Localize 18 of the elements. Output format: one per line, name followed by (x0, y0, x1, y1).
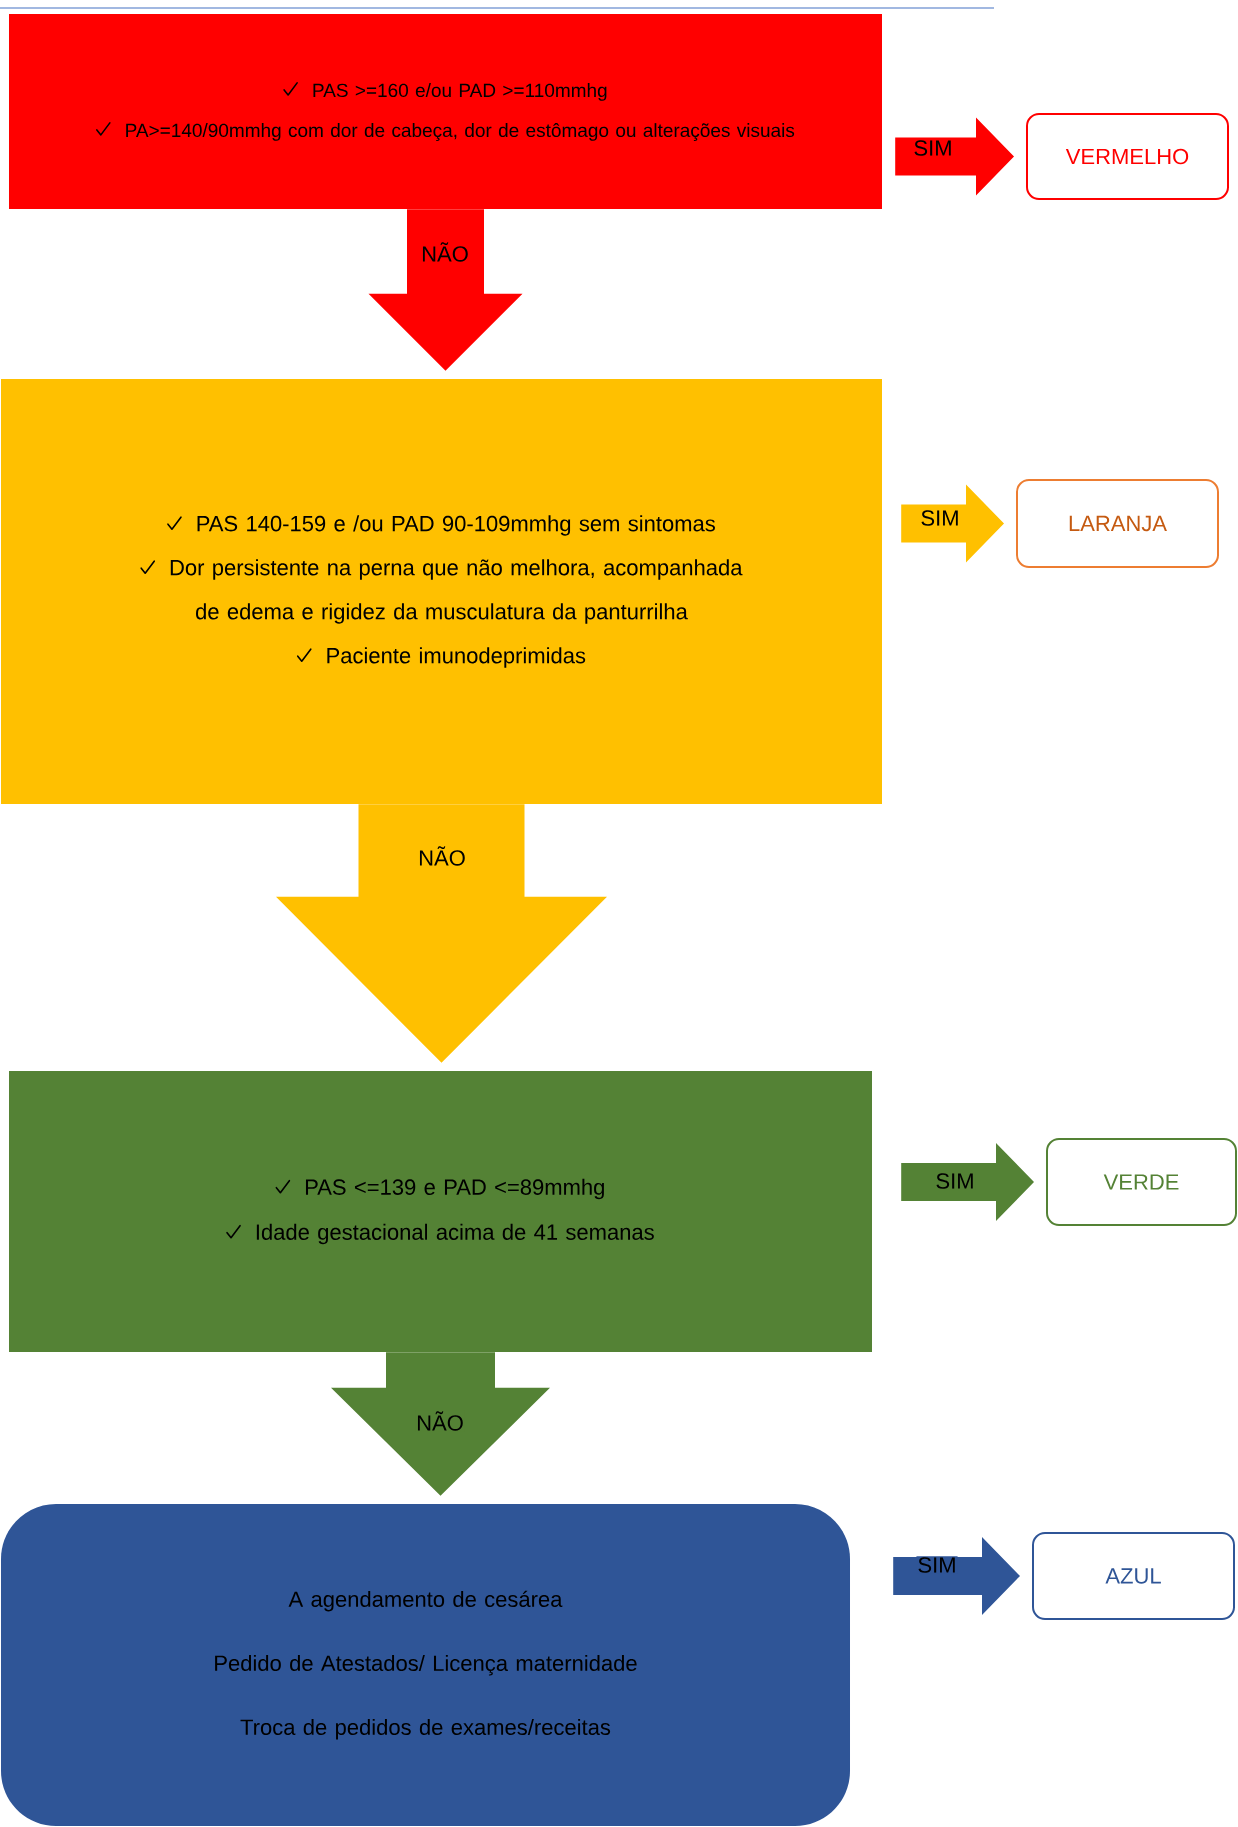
edge-label: SIM (934, 1172, 976, 1190)
block-arrow (331, 1352, 550, 1496)
edge-label: NÃO (415, 1410, 465, 1432)
result-box: VERDE (1046, 1138, 1237, 1226)
result-box: VERMELHO (1026, 113, 1229, 200)
result-box: LARANJA (1016, 479, 1219, 568)
criteria-box: PAS >=160 e/ou PAD >=110mmhg PA>=140/90mmhg com dor de cabeça, dor de estômago ou alterações visuais (9, 14, 882, 209)
block-arrow (368, 209, 523, 371)
edge-label: SIM (919, 509, 961, 527)
edge-label: NÃO (417, 845, 467, 867)
result-box: AZUL (1032, 1532, 1235, 1620)
criteria-box: PAS 140-159 e /ou PAD 90-109mmhg sem sintomas Dor persistente na perna que não melhora, acompanhada de edema e rigidez da musculatura da panturrilha Paciente imunodeprimidas (1, 379, 882, 804)
edge-label: NÃO (420, 241, 470, 263)
block-arrow (276, 804, 607, 1063)
info-box: A agendamento de cesárea Pedido de Atestados/ Licença maternidade Troca de pedidos de exames/receitas (1, 1504, 850, 1826)
criteria-box: PAS <=139 e PAD <=89mmhg Idade gestacional acima de 41 semanas (9, 1071, 872, 1352)
edge-label: SIM (912, 139, 954, 157)
edge-label: SIM (916, 1556, 958, 1574)
